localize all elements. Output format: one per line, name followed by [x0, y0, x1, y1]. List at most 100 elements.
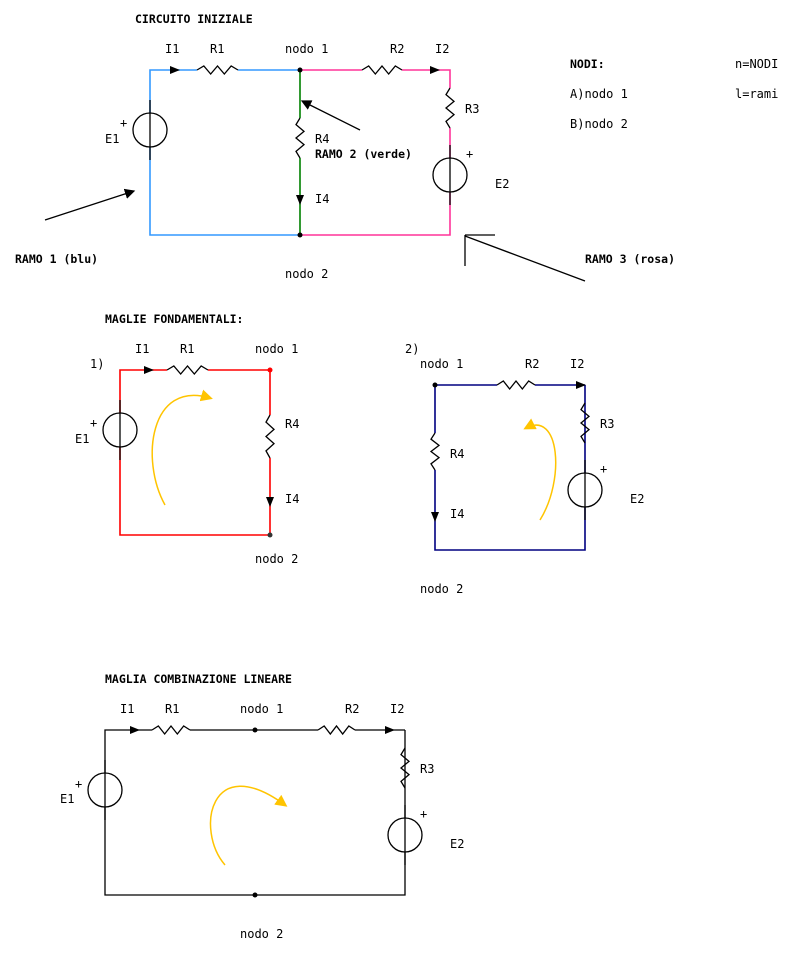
label-i1: I1: [120, 702, 134, 716]
voltage-source-e1: [132, 100, 168, 160]
label-r4: R4: [450, 447, 464, 461]
label-e2-plus: +: [466, 147, 473, 161]
nodes-legend-n: n=NODI: [735, 57, 778, 71]
voltage-source-e2: [567, 460, 603, 520]
label-r3: R3: [420, 762, 434, 776]
label-branch-1: RAMO 1 (blu): [15, 252, 98, 266]
mesh-2: 2) nodo 1 R2 I2 R3 R4 + E2 I4 nodo 2: [405, 342, 644, 596]
label-e1: E1: [75, 432, 89, 446]
label-node-1: nodo 1: [420, 357, 463, 371]
combined-title: MAGLIA COMBINAZIONE LINEARE: [105, 672, 292, 686]
initial-circuit: CIRCUITO INIZIALE I1 R1 nodo 1 R2 I2 + E…: [15, 12, 675, 282]
mesh-2-number: 2): [405, 342, 419, 356]
combined-wire: [104, 729, 406, 896]
label-node-2: nodo 2: [420, 582, 463, 596]
label-i1: I1: [135, 342, 149, 356]
label-i1: I1: [165, 42, 179, 56]
node-2-dot: [297, 232, 303, 238]
node-2-dot: [252, 892, 258, 898]
resistor-r2: [361, 64, 403, 76]
label-branch-2: RAMO 2 (verde): [315, 147, 412, 161]
label-node-1: nodo 1: [255, 342, 298, 356]
label-i2: I2: [570, 357, 584, 371]
label-e1: E1: [105, 132, 119, 146]
voltage-source-e2: [432, 145, 468, 205]
voltage-source-e1: [102, 400, 138, 460]
voltage-source-e1: [87, 760, 123, 820]
label-e1-plus: +: [90, 416, 97, 430]
label-node-1: nodo 1: [285, 42, 328, 56]
label-r1: R1: [165, 702, 179, 716]
label-i4: I4: [450, 507, 464, 521]
label-branch-3: RAMO 3 (rosa): [585, 252, 675, 266]
loop-direction-arrow: [523, 418, 557, 521]
current-arrow-i4: [266, 497, 274, 507]
resistor-r2: [317, 724, 356, 736]
label-r3: R3: [465, 102, 479, 116]
mesh-1-number: 1): [90, 357, 104, 371]
mesh-2-wire: [434, 384, 586, 551]
label-e2-plus: +: [600, 462, 607, 476]
resistor-r3: [399, 747, 411, 789]
current-arrow-i1: [170, 66, 180, 74]
label-i4: I4: [315, 192, 329, 206]
label-r4: R4: [285, 417, 299, 431]
node-1-dot: [252, 727, 258, 733]
resistor-r1: [151, 724, 191, 736]
current-arrow-i1: [144, 366, 154, 374]
label-node-2: nodo 2: [240, 927, 283, 941]
label-node-2: nodo 2: [255, 552, 298, 566]
label-node-2: nodo 2: [285, 267, 328, 281]
label-e1: E1: [60, 792, 74, 806]
nodes-legend-b: B)nodo 2: [570, 117, 628, 131]
label-r4: R4: [315, 132, 329, 146]
pointer-arrow-branch-3: [464, 234, 586, 282]
nodes-legend-a: A)nodo 1: [570, 87, 628, 101]
node-1-dot: [432, 382, 438, 388]
resistor-r1: [166, 364, 209, 376]
resistor-r2: [496, 379, 536, 391]
label-e2: E2: [495, 177, 509, 191]
mesh-1: 1) I1 R1 nodo 1 + E1 R4 I4 nodo 2: [75, 342, 299, 566]
resistor-r3: [579, 402, 591, 444]
voltage-source-e2: [387, 805, 423, 865]
pointer-arrow-branch-2: [300, 100, 361, 131]
label-r2: R2: [345, 702, 359, 716]
label-i4: I4: [285, 492, 299, 506]
loop-direction-arrow: [151, 389, 213, 506]
label-e2: E2: [450, 837, 464, 851]
pointer-arrow-branch-1: [44, 188, 136, 221]
label-r3: R3: [600, 417, 614, 431]
current-arrow-i2: [576, 381, 586, 389]
node-1-dot: [267, 367, 273, 373]
combined-mesh: I1 R1 nodo 1 R2 I2 R3 + E1 + E2 nodo 2: [60, 702, 464, 941]
resistor-r4: [265, 414, 275, 459]
node-2-dot: [267, 532, 273, 538]
branch-1-wire: [149, 69, 300, 236]
label-r2: R2: [525, 357, 539, 371]
fundamental-title: MAGLIE FONDAMENTALI:: [105, 312, 243, 326]
current-arrow-i4: [296, 195, 304, 205]
resistor-r1: [196, 64, 239, 76]
label-i2: I2: [390, 702, 404, 716]
label-r1: R1: [210, 42, 224, 56]
resistor-r4: [294, 117, 306, 159]
label-node-1: nodo 1: [240, 702, 283, 716]
nodes-legend: NODI: A)nodo 1 B)nodo 2 n=NODI l=rami: [570, 57, 778, 131]
label-e1-plus: +: [75, 777, 82, 791]
current-arrow-i4: [431, 512, 439, 522]
nodes-legend-l: l=rami: [735, 87, 778, 101]
label-e2-plus: +: [420, 807, 427, 821]
current-arrow-i2: [385, 726, 395, 734]
resistor-r4: [429, 432, 441, 471]
label-e2: E2: [630, 492, 644, 506]
label-r1: R1: [180, 342, 194, 356]
loop-direction-arrow: [209, 785, 288, 866]
nodes-legend-title: NODI:: [570, 57, 605, 71]
initial-title: CIRCUITO INIZIALE: [135, 12, 253, 26]
label-i2: I2: [435, 42, 449, 56]
current-arrow-i1: [130, 726, 140, 734]
label-r2: R2: [390, 42, 404, 56]
label-e1-plus: +: [120, 116, 127, 130]
